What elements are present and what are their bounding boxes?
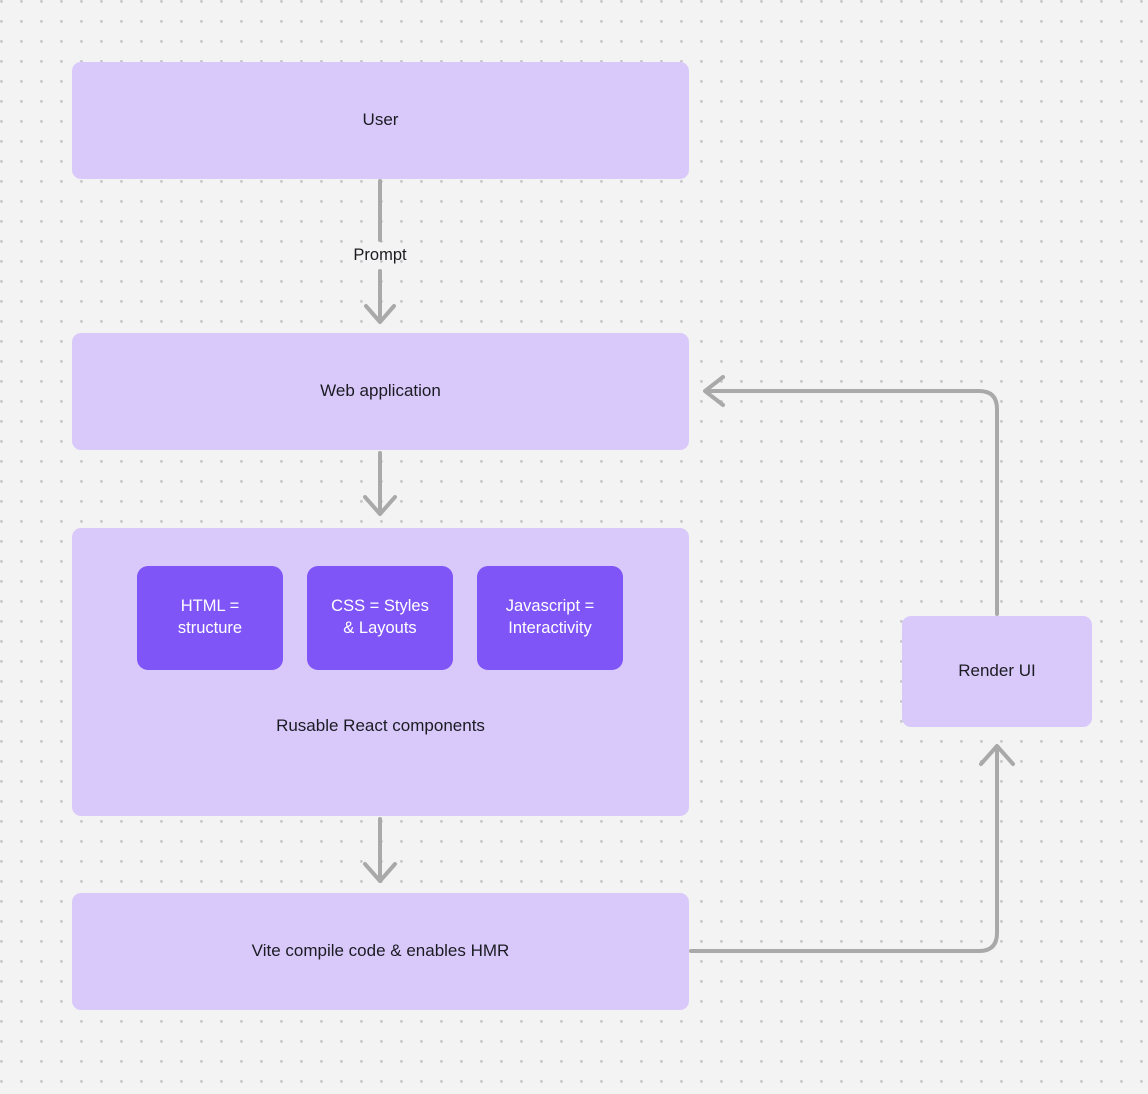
node-render-ui[interactable]: Render UI [902,616,1092,727]
node-html-label: HTML = structure [177,597,243,637]
edge-label-prompt: Prompt [353,246,407,264]
edge-webapp-to-components [363,451,397,516]
node-vite-label: Vite compile code & enables HMR [251,941,510,961]
node-web-application-label: Web application [320,381,441,401]
node-javascript-label: Javascript = Interactivity [505,597,595,637]
node-user-label: User [362,110,399,130]
node-javascript[interactable]: Javascript = Interactivity [477,566,623,670]
node-css-label: CSS = Styles & Layouts [331,597,429,637]
node-css[interactable]: CSS = Styles & Layouts [307,566,453,670]
node-vite[interactable]: Vite compile code & enables HMR [72,893,689,1010]
react-components-caption: Rusable React components [276,716,485,735]
node-html[interactable]: HTML = structure [137,566,283,670]
node-render-ui-label: Render UI [958,661,1036,681]
node-user[interactable]: User [72,62,689,179]
edge-components-to-vite [363,817,397,883]
node-web-application[interactable]: Web application [72,333,689,450]
edge-vite-to-render [689,744,1015,953]
edge-render-to-webapp [703,375,999,616]
